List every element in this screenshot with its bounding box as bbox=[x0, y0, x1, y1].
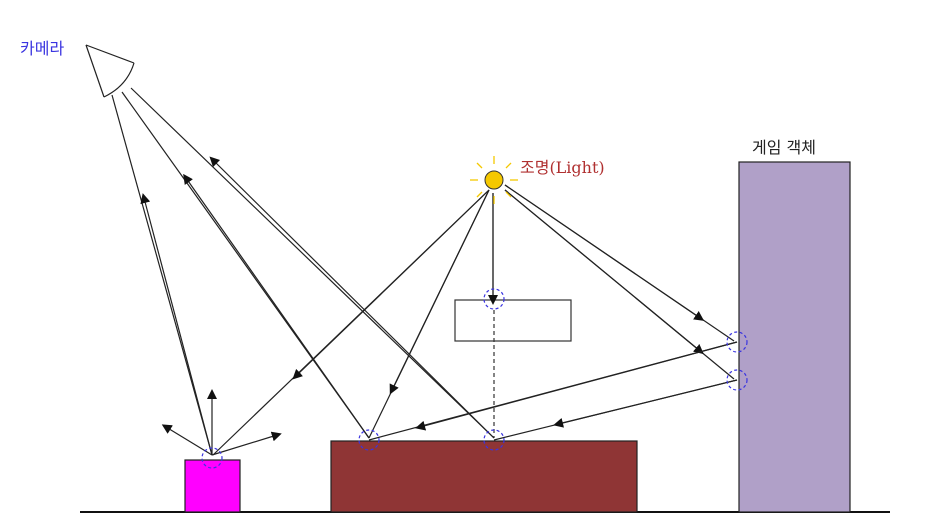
light-label: 조명(Light) bbox=[520, 158, 605, 177]
light-rays bbox=[212, 184, 735, 456]
occluder-box bbox=[454, 299, 572, 342]
camera-frustum-icon bbox=[85, 44, 135, 98]
scatter-arrows bbox=[161, 389, 282, 456]
game-object-tall-box bbox=[738, 161, 851, 513]
reflected-rays bbox=[368, 341, 738, 441]
sun-icon bbox=[470, 156, 518, 204]
game-object-label: 게임 객체 bbox=[752, 138, 816, 157]
magenta-box bbox=[184, 459, 241, 513]
red-box bbox=[330, 440, 638, 513]
camera-label: 카메라 bbox=[20, 39, 64, 58]
hit-markers bbox=[201, 288, 748, 469]
camera-rays bbox=[111, 87, 495, 456]
